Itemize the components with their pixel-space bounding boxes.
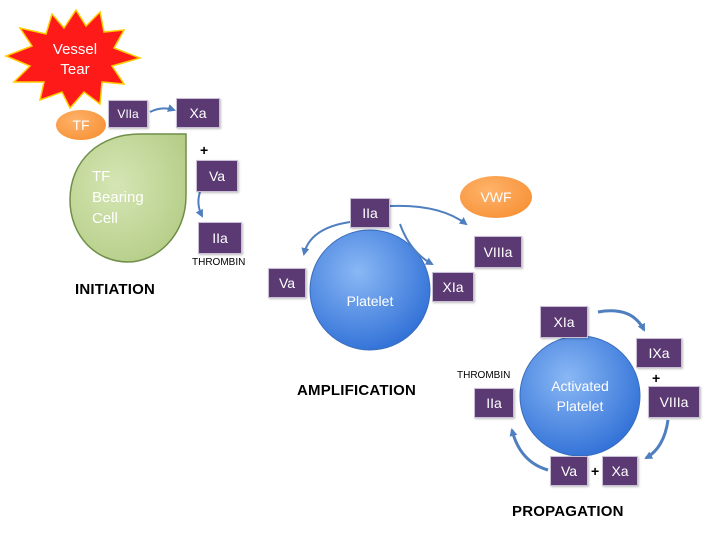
platelet-label: Platelet — [346, 293, 394, 309]
vessel-tear-burst — [3, 8, 143, 110]
amp-factor-viiia-box: VIIIa — [474, 236, 522, 268]
activated-platelet-line2: Platelet — [556, 398, 604, 414]
thrombin-label: THROMBIN — [192, 257, 246, 268]
prop-plus-sign-1: + — [652, 370, 661, 386]
factor-viia-box: VIIa — [108, 100, 148, 128]
vessel-tear-line1: Vessel — [52, 41, 98, 58]
plus-sign: + — [200, 142, 209, 158]
vessel-tear-label: Vessel Tear — [50, 40, 100, 80]
cell-label-line1: TF — [92, 168, 111, 185]
arrow-va-to-iia — [195, 191, 203, 218]
arrow-iia-to-viiia — [389, 204, 468, 226]
arrow-xia-to-ixa — [597, 309, 646, 332]
vessel-tear-line2: Tear — [60, 61, 90, 78]
factor-xa-box: Xa — [176, 98, 220, 128]
amp-factor-iia-box: IIa — [350, 198, 390, 228]
arrow-viiia-to-vaxa — [644, 419, 670, 460]
amp-factor-va-box: Va — [268, 268, 306, 298]
tf-bearing-cell-label: TF Bearing Cell — [92, 166, 144, 229]
activated-platelet-label: Activated Platelet — [530, 376, 630, 416]
amplification-label: AMPLIFICATION — [297, 382, 416, 399]
prop-factor-ixa-box: IXa — [636, 338, 682, 368]
arrow-va-to-iia — [509, 428, 549, 472]
prop-factor-iia-box: IIa — [474, 388, 514, 418]
prop-factor-viiia-box: VIIIa — [648, 386, 700, 418]
amp-factor-xia-box: XIa — [432, 272, 474, 302]
factor-va-box: Va — [196, 160, 238, 192]
initiation-label: INITIATION — [75, 281, 156, 298]
platelet-circle — [309, 229, 431, 351]
vwf-oval: VWF — [460, 176, 532, 218]
prop-plus-sign-2: + — [591, 463, 600, 479]
activated-platelet-line1: Activated — [551, 378, 609, 394]
prop-factor-xia-box: XIa — [540, 306, 588, 338]
tf-bearing-cell — [69, 133, 187, 263]
cell-label-line3: Cell — [92, 210, 118, 227]
propagation-label: PROPAGATION — [512, 503, 624, 520]
arrow-iia-to-va — [301, 221, 351, 256]
arrow-viia-to-xa — [149, 104, 176, 113]
factor-iia-box: IIa — [198, 222, 242, 254]
arrow-iia-to-xia — [399, 223, 434, 265]
tf-oval: TF — [56, 110, 106, 140]
prop-factor-va-box: Va — [550, 456, 588, 486]
prop-factor-xa-box: Xa — [602, 456, 638, 486]
cell-label-line2: Bearing — [92, 189, 144, 206]
prop-thrombin-label: THROMBIN — [457, 370, 511, 381]
